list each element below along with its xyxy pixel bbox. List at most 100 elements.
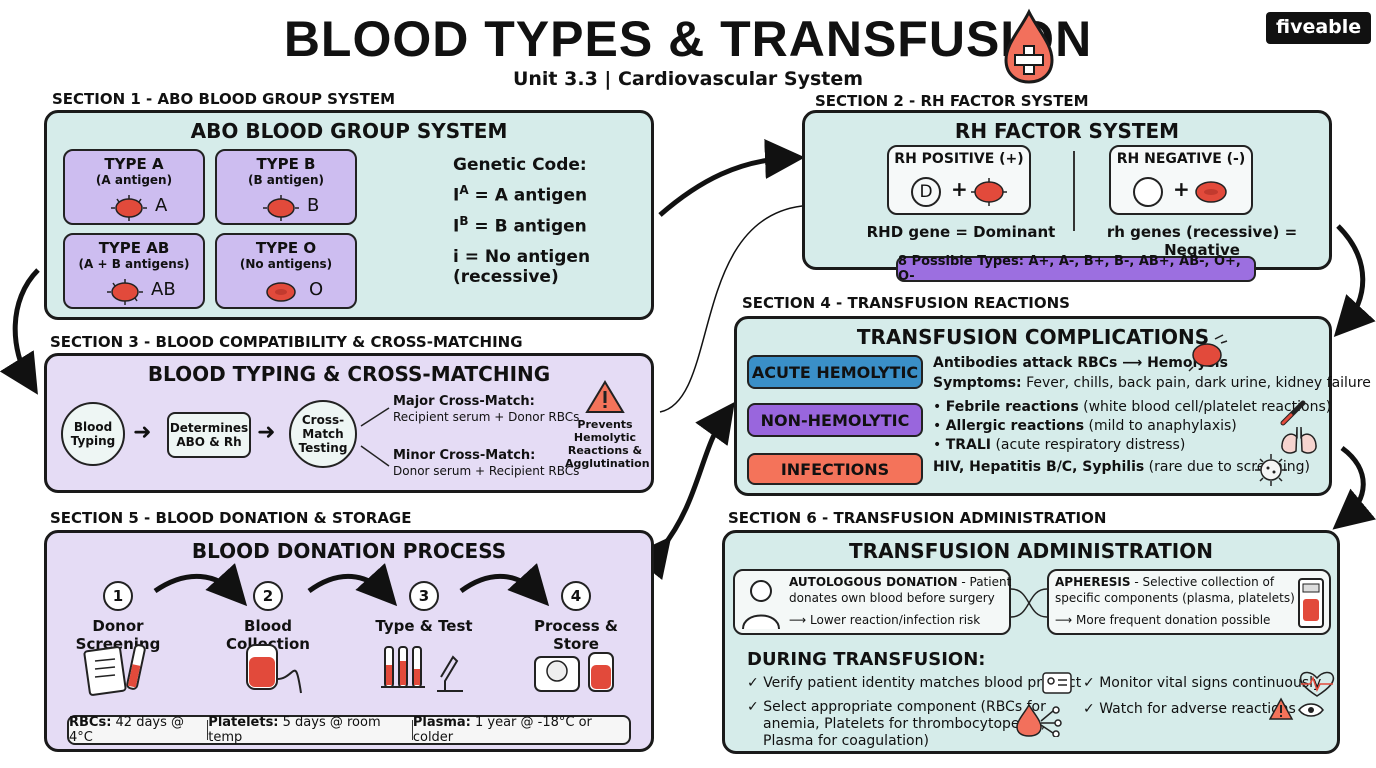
checklist-item2: ✓ Select appropriate component (RBCs for xyxy=(747,699,1046,715)
type-b-desc: (B antigen) xyxy=(247,173,325,187)
d-antigen-icon: D xyxy=(911,177,941,207)
step3-number: 3 xyxy=(409,581,439,611)
platelet-storage: Platelets: 5 days @ room temp xyxy=(208,715,381,745)
test-tubes-microscope-icon xyxy=(381,646,463,692)
empty-antigen-icon xyxy=(1133,177,1163,207)
gene-a: IA = A antigen xyxy=(453,183,588,206)
apheresis-line2: specific components (plasma, platelets) xyxy=(1055,591,1295,605)
gene-b: IB = B antigen xyxy=(453,214,587,237)
step1-number: 1 xyxy=(103,581,133,611)
type-o-desc: (No antigens) xyxy=(239,257,333,271)
storage-divider xyxy=(411,720,413,740)
cross-match-step: Cross-Match Testing xyxy=(289,400,357,468)
abo-title: ABO BLOOD GROUP SYSTEM xyxy=(190,119,508,143)
cross-match-title: BLOOD TYPING & CROSS-MATCHING xyxy=(147,362,551,386)
cross-match-panel: BLOOD TYPING & CROSS-MATCHING Blood Typi… xyxy=(44,353,654,493)
prevents-text: Prevents Hemolytic Reactions & Agglutina… xyxy=(565,418,650,470)
rbc-storage: RBCs: 42 days @ 4°C xyxy=(69,715,185,745)
checklist-item1: ✓ Verify patient identity matches blood … xyxy=(747,675,1082,691)
step3-label: Type & Test xyxy=(375,617,473,635)
patient-icon xyxy=(742,580,780,630)
type-o-card: TYPE O (No antigens) O xyxy=(215,233,357,309)
rbc-spiky-icon xyxy=(263,195,299,221)
rh-negative-card: RH NEGATIVE (-) + xyxy=(1109,145,1253,215)
type-b-name: TYPE B xyxy=(256,155,316,173)
blood-components-icon xyxy=(1016,703,1062,737)
page-subtitle: Unit 3.3 | Cardiovascular System xyxy=(512,68,864,90)
minor-cross-match-title: Minor Cross-Match: xyxy=(393,448,536,463)
non-hemolytic-item2: • Allergic reactions (mild to anaphylaxi… xyxy=(933,418,1237,434)
type-a-card: TYPE A (A antigen) A xyxy=(63,149,205,225)
rh-positive-title: RH POSITIVE (+) xyxy=(894,151,1024,167)
complications-title: TRANSFUSION COMPLICATIONS xyxy=(856,325,1210,349)
checklist-item2-cont1: anemia, Platelets for thrombocytopenia, xyxy=(763,716,1046,732)
lungs-icon xyxy=(1281,426,1317,454)
storage-bar: RBCs: 42 days @ 4°C Platelets: 5 days @ … xyxy=(67,715,631,745)
non-hemolytic-item3: • TRALI (acute respiratory distress) xyxy=(933,437,1186,453)
major-cross-match-title: Major Cross-Match: xyxy=(393,394,535,409)
thermometer-icon xyxy=(1280,400,1306,426)
rbc-smooth-icon xyxy=(1195,181,1227,203)
apheresis-card: APHERESIS - Selective collection of spec… xyxy=(1047,569,1331,635)
minor-cross-match-desc: Donor serum + Recipient RBCs xyxy=(393,464,580,478)
determines-step: Determines ABO & Rh xyxy=(167,412,251,458)
acute-line1: Antibodies attack RBCs ⟶ Hemolysis xyxy=(933,355,1228,371)
abo-panel: ABO BLOOD GROUP SYSTEM TYPE A (A antigen… xyxy=(44,110,654,320)
donation-panel: BLOOD DONATION PROCESS 1 2 3 4 Donor Scr… xyxy=(44,530,654,752)
autologous-line1: AUTOLOGOUS DONATION - Patient xyxy=(789,575,1012,589)
checklist-item4: ✓ Watch for adverse reactions xyxy=(1083,701,1296,717)
rh-negative-plus: + xyxy=(1173,177,1190,201)
type-ab-mark: AB xyxy=(151,279,176,300)
section1-label: SECTION 1 - ABO BLOOD GROUP SYSTEM xyxy=(52,90,396,108)
fiveable-logo[interactable]: fiveable xyxy=(1266,12,1372,44)
blood-types-bar: 8 Possible Types: A+, A-, B+, B-, AB+, A… xyxy=(896,254,1256,284)
during-transfusion-title: DURING TRANSFUSION: xyxy=(747,649,986,670)
type-o-name: TYPE O xyxy=(255,239,317,257)
non-hemolytic-item1: • Febrile reactions (white blood cell/pl… xyxy=(933,399,1332,415)
rh-positive-plus: + xyxy=(951,177,968,201)
apheresis-line3: ⟶ More frequent donation possible xyxy=(1055,613,1271,627)
type-a-desc: (A antigen) xyxy=(95,173,173,187)
apheresis-line1: APHERESIS - Selective collection of xyxy=(1055,575,1275,589)
autologous-line2: donates own blood before surgery xyxy=(789,591,995,605)
administration-title: TRANSFUSION ADMINISTRATION xyxy=(849,539,1213,563)
acute-line2: Symptoms: Fever, chills, back pain, dark… xyxy=(933,375,1371,391)
type-ab-desc: (A + B antigens) xyxy=(78,257,190,271)
section2-label: SECTION 2 - RH FACTOR SYSTEM xyxy=(815,92,1089,110)
rh-positive-gene: RHD gene = Dominant xyxy=(866,223,1056,241)
process-arrows xyxy=(153,563,550,607)
virus-icon xyxy=(1255,454,1287,486)
checklist-item2-cont2: Plasma for coagulation) xyxy=(763,733,929,749)
step4-label: Process & Store xyxy=(534,617,618,653)
rh-divider xyxy=(1073,151,1075,231)
type-b-card: TYPE B (B antigen) B xyxy=(215,149,357,225)
rbc-spiky-icon xyxy=(111,195,147,221)
rh-panel: RH FACTOR SYSTEM RH POSITIVE (+) D + RH … xyxy=(802,110,1332,270)
rh-negative-gene: rh genes (recessive) = Negative xyxy=(1106,223,1298,259)
rh-title: RH FACTOR SYSTEM xyxy=(954,119,1180,143)
step2-number: 2 xyxy=(253,581,283,611)
complications-panel: TRANSFUSION COMPLICATIONS ACUTE HEMOLYTI… xyxy=(734,316,1371,496)
genetic-code-title: Genetic Code: xyxy=(453,155,587,175)
branch-arrows xyxy=(360,407,390,467)
id-card-icon xyxy=(1042,672,1072,694)
section4-label: SECTION 4 - TRANSFUSION REACTIONS xyxy=(742,294,1070,312)
rbc-smooth-icon xyxy=(266,282,296,302)
arrow-right-icon: ➜ xyxy=(133,420,152,445)
type-b-mark: B xyxy=(307,195,320,216)
warning-eye-icon xyxy=(1269,697,1324,720)
warning-icon xyxy=(585,380,625,413)
administration-panel: TRANSFUSION ADMINISTRATION AUTOLOGOUS DO… xyxy=(722,530,1340,754)
centrifuge-storage-icon xyxy=(534,652,614,692)
storage-divider xyxy=(207,720,209,740)
type-ab-card: TYPE AB (A + B antigens) AB xyxy=(63,233,205,309)
section5-label: SECTION 5 - BLOOD DONATION & STORAGE xyxy=(50,509,412,527)
section6-label: SECTION 6 - TRANSFUSION ADMINISTRATION xyxy=(728,509,1107,527)
gene-i: i = No antigen (recessive) xyxy=(453,247,591,287)
checklist-item3: ✓ Monitor vital signs continuously xyxy=(1083,675,1322,691)
arrow-right-icon: ➜ xyxy=(257,420,276,445)
plasma-storage: Plasma: 1 year @ -18°C or colder xyxy=(412,715,592,745)
blood-bag-icon xyxy=(246,644,302,694)
step4-number: 4 xyxy=(561,581,591,611)
link-connector xyxy=(1010,588,1048,618)
